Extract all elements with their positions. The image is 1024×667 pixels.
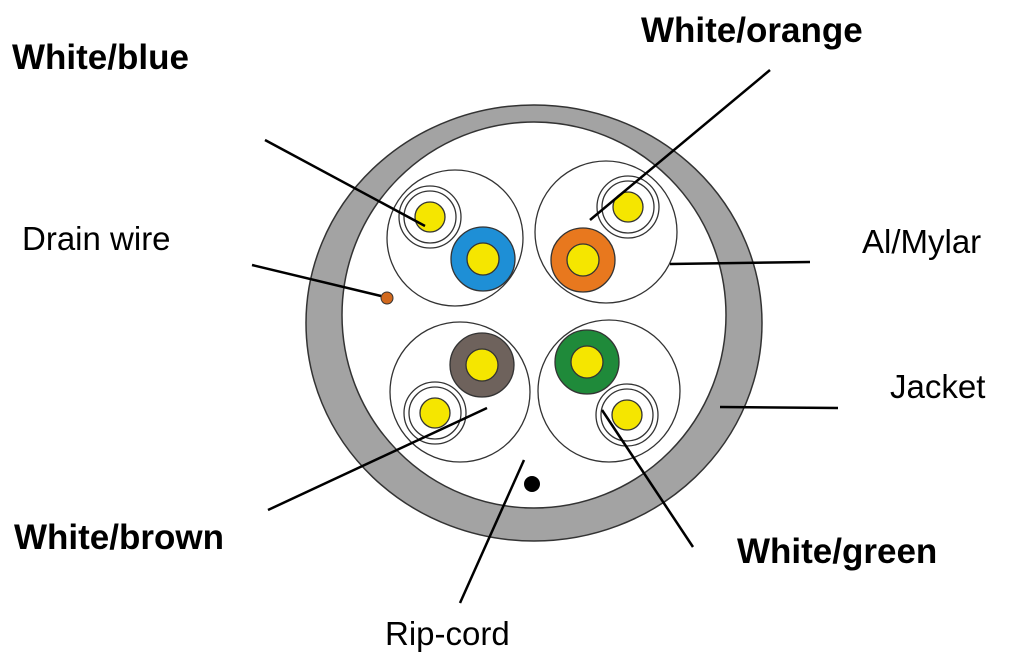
white-blue-conductor <box>414 201 446 233</box>
orange-conductor <box>566 243 600 277</box>
label-white-green: White/green <box>737 532 938 571</box>
leader-white-orange <box>589 69 771 221</box>
white-orange-conductor <box>612 191 644 223</box>
leader-jacket <box>719 405 839 410</box>
white-brown-conductor <box>419 397 451 429</box>
leader-white-brown <box>267 406 488 512</box>
label-al-mylar: Al/Mylar <box>862 223 982 260</box>
label-white-blue: White/blue <box>12 38 189 77</box>
label-jacket: Jacket <box>890 368 986 405</box>
leader-drain-wire <box>251 263 382 298</box>
blue-conductor <box>466 242 500 276</box>
label-rip-cord: Rip-cord <box>385 615 510 652</box>
label-white-brown: White/brown <box>14 518 224 557</box>
cable-core <box>341 121 727 509</box>
leader-white-blue <box>264 138 426 228</box>
label-drain-wire: Drain wire <box>22 220 171 257</box>
leader-al-mylar <box>669 260 811 266</box>
green-conductor <box>570 345 604 379</box>
drain-wire <box>380 291 394 305</box>
leader-rip-cord <box>458 459 526 604</box>
rip-cord <box>524 476 540 492</box>
label-white-orange: White/orange <box>641 11 863 50</box>
white-green-conductor <box>611 399 643 431</box>
brown-conductor <box>465 348 499 382</box>
leader-white-green <box>600 409 695 548</box>
